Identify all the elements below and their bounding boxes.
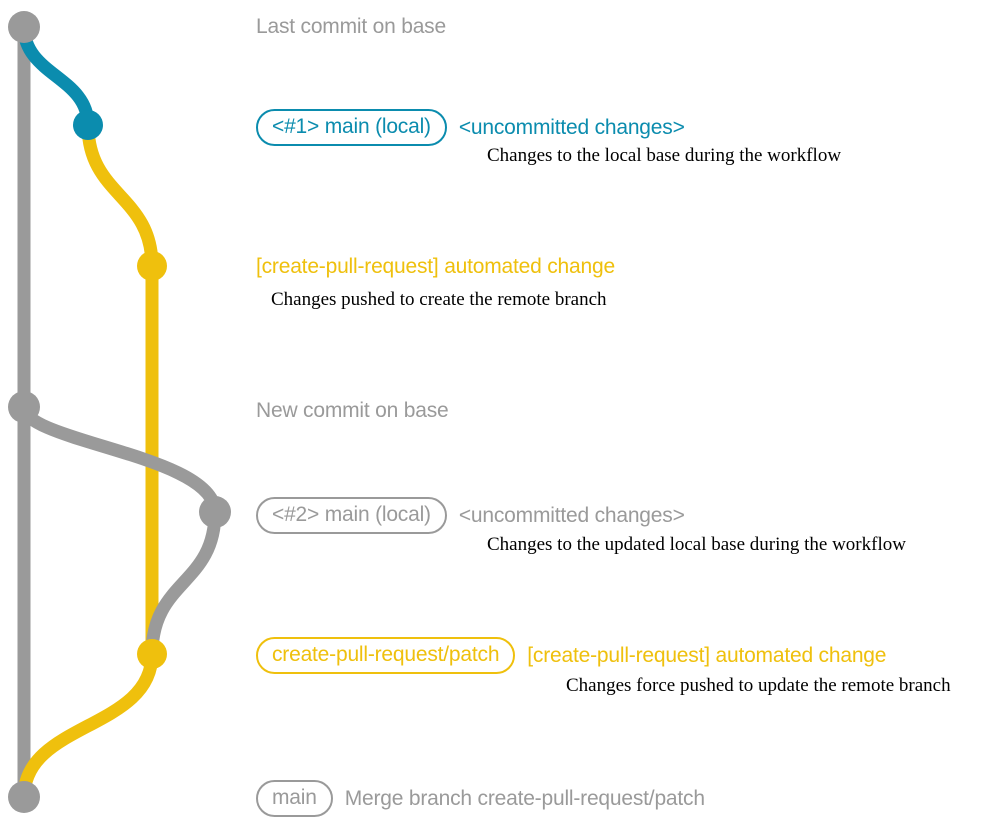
commit-subject-merge-commit: Merge branch create-pull-request/patch — [344, 787, 705, 810]
commit-subject-last-commit-on-base: Last commit on base — [256, 15, 446, 38]
edge-local1-to-patch1 — [81, 124, 159, 267]
commit-description-local-uncommitted-1: Changes to the local base during the wor… — [487, 145, 842, 166]
commit-row-merge-commit: main Merge branch create-pull-request/pa… — [256, 780, 705, 817]
commit-subject-local-uncommitted-1: <uncommitted changes> — [458, 116, 685, 139]
edge-local2-to-patch2 — [145, 511, 222, 655]
commit-subject-local-uncommitted-2: <uncommitted changes> — [458, 504, 685, 527]
commit-description-automated-change-1: Changes pushed to create the remote bran… — [271, 289, 607, 310]
node-patch-1[interactable] — [137, 251, 167, 281]
node-local-2[interactable] — [199, 496, 231, 528]
ref-badge-local-2[interactable]: <#2> main (local) — [256, 497, 447, 534]
node-base-new[interactable] — [8, 391, 40, 423]
commit-row-local-uncommitted-1: <#1> main (local) <uncommitted changes> — [256, 109, 685, 146]
commit-subject-automated-change-2: [create-pull-request] automated change — [527, 644, 887, 667]
commit-row-local-uncommitted-2: <#2> main (local) <uncommitted changes> — [256, 497, 685, 534]
node-local-1[interactable] — [73, 110, 103, 140]
ref-badge-main[interactable]: main — [256, 780, 333, 817]
edge-patch2-to-merge — [17, 653, 159, 798]
node-base-last[interactable] — [8, 11, 40, 43]
commit-subject-automated-change-1: [create-pull-request] automated change — [256, 255, 615, 278]
ref-badge-local-1[interactable]: <#1> main (local) — [256, 109, 447, 146]
commit-row-automated-change-2: create-pull-request/patch [create-pull-r… — [256, 637, 886, 674]
node-base-merge[interactable] — [8, 781, 40, 813]
ref-badge-create-pull-request-patch[interactable]: create-pull-request/patch — [256, 637, 516, 674]
commit-description-automated-change-2: Changes force pushed to update the remot… — [566, 675, 951, 696]
commit-description-local-uncommitted-2: Changes to the updated local base during… — [487, 534, 906, 555]
node-patch-2[interactable] — [137, 639, 167, 669]
commit-subject-new-commit-on-base: New commit on base — [256, 399, 449, 422]
